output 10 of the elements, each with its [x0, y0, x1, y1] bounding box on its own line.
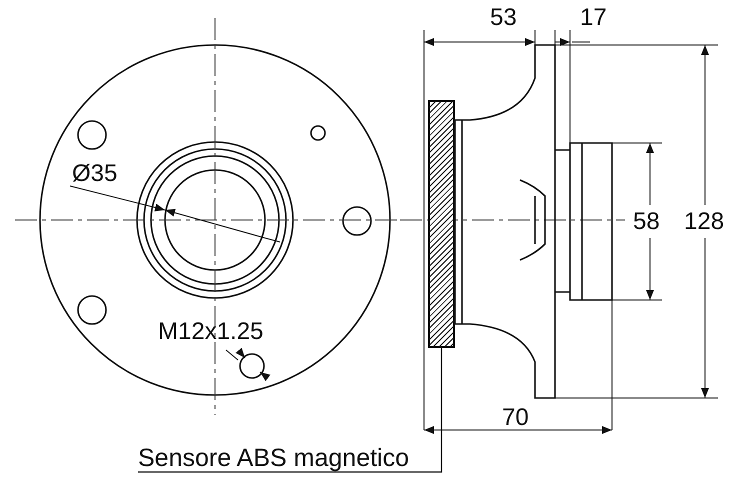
dimension-label: 53 — [490, 4, 517, 32]
sensor-ring — [428, 100, 455, 348]
dimension-label: 128 — [684, 208, 724, 236]
leader-line — [138, 348, 442, 473]
dimension-label: M12x1.25 — [158, 318, 264, 346]
callout-label: Sensore ABS magnetico — [138, 444, 409, 472]
dimension-label: 58 — [633, 208, 660, 236]
dimension-label: 17 — [580, 4, 607, 32]
dimension-label: 70 — [502, 404, 529, 432]
dimension-label: Ø35 — [72, 160, 118, 188]
